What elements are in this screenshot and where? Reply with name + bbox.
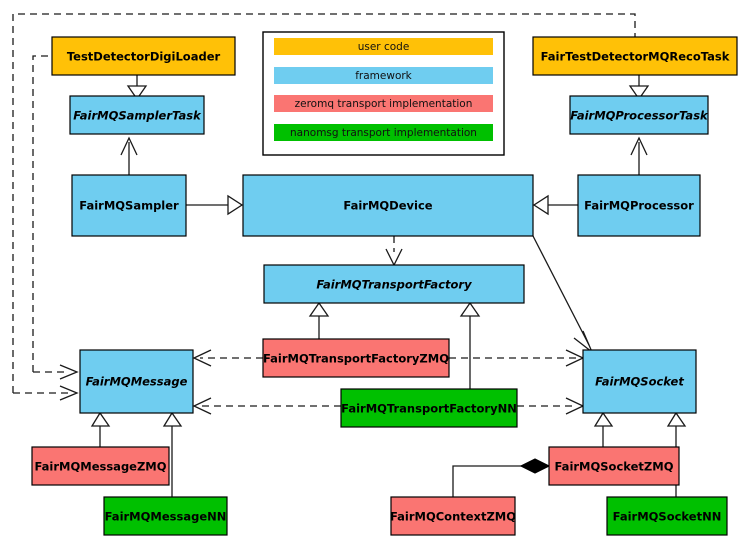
node-box	[263, 264, 525, 304]
node-FairTestDetectorMQRecoTask[interactable]: FairTestDetectorMQRecoTask	[532, 36, 738, 76]
node-FairMQSocketZMQ[interactable]: FairMQSocketZMQ	[548, 446, 680, 486]
node-TestDetectorDigiLoader[interactable]: TestDetectorDigiLoader	[51, 36, 236, 76]
node-label: TestDetectorDigiLoader	[67, 50, 221, 64]
node-box	[242, 174, 534, 237]
edge-tfnn-transportfactory	[459, 301, 481, 389]
edge-recotask-processortask	[628, 75, 650, 101]
node-box	[262, 338, 450, 378]
node-label: FairMQMessage	[86, 375, 188, 389]
legend-item-zeromq: zeromq transport implementation	[274, 95, 493, 112]
node-label: FairMQProcessor	[584, 199, 694, 213]
node-label: FairMQTransportFactoryNN	[341, 402, 517, 416]
dependency-route-reco-to-message	[12, 13, 636, 401]
node-FairMQSampler[interactable]: FairMQSampler	[71, 174, 187, 237]
edge-digiloader-samplertask	[126, 75, 148, 101]
node-box	[103, 496, 228, 536]
node-FairMQProcessorTask[interactable]: FairMQProcessorTask	[569, 95, 709, 135]
edge-messagenn-message	[162, 411, 183, 497]
node-FairMQMessage[interactable]: FairMQMessage	[79, 349, 194, 414]
dependency-route-digiloader-to-message	[32, 55, 79, 380]
edge-sampler-device	[186, 194, 244, 216]
edge-tfnn-message	[192, 397, 341, 415]
edge-device-transportfactory	[385, 236, 403, 267]
node-label: FairMQDevice	[343, 199, 432, 213]
node-label: FairMQMessageNN	[105, 510, 227, 524]
legend-label-user-code: user code	[358, 41, 410, 53]
edge-contextzmq-socketzmq	[452, 458, 551, 497]
node-box	[79, 349, 194, 414]
node-FairMQContextZMQ[interactable]: FairMQContextZMQ	[390, 496, 516, 536]
legend-swatch-nanomsg	[274, 124, 493, 141]
node-label: FairMQSocketZMQ	[555, 460, 674, 474]
legend-swatch-framework	[274, 67, 493, 84]
node-label: FairMQSocket	[595, 375, 684, 389]
legend-label-nanomsg: nanomsg transport implementation	[290, 127, 477, 139]
legend: user code framework zeromq transport imp…	[262, 31, 505, 156]
node-box	[69, 95, 205, 135]
edge-socketzmq-socket	[593, 411, 614, 447]
node-label: FairMQTransportFactoryZMQ	[263, 352, 449, 366]
legend-swatch-user-code	[274, 38, 493, 55]
node-label: FairMQTransportFactory	[316, 278, 472, 292]
node-box	[569, 95, 709, 135]
node-FairMQDevice[interactable]: FairMQDevice	[242, 174, 534, 237]
node-box	[582, 349, 697, 414]
node-FairMQTransportFactoryNN[interactable]: FairMQTransportFactoryNN	[340, 388, 518, 428]
node-box	[51, 36, 236, 76]
node-FairMQTransportFactoryZMQ[interactable]: FairMQTransportFactoryZMQ	[262, 338, 450, 378]
node-label: FairMQSamplerTask	[73, 109, 202, 123]
node-FairMQSocketNN[interactable]: FairMQSocketNN	[606, 496, 728, 536]
node-FairMQMessageZMQ[interactable]: FairMQMessageZMQ	[31, 446, 170, 486]
edge-tfzmq-socket	[449, 349, 585, 367]
node-FairMQProcessor[interactable]: FairMQProcessor	[577, 174, 701, 237]
edge-tfnn-socket	[517, 397, 585, 415]
node-label: FairTestDetectorMQRecoTask	[541, 50, 730, 64]
node-box	[31, 446, 170, 486]
node-FairMQSocket[interactable]: FairMQSocket	[582, 349, 697, 414]
edge-device-socket	[532, 235, 593, 353]
node-label: FairMQSocketNN	[613, 510, 722, 524]
node-FairMQTransportFactory[interactable]: FairMQTransportFactory	[263, 264, 525, 304]
node-box	[577, 174, 701, 237]
node-box	[548, 446, 680, 486]
legend-item-nanomsg: nanomsg transport implementation	[274, 124, 493, 141]
node-label: FairMQMessageZMQ	[34, 460, 166, 474]
legend-label-zeromq: zeromq transport implementation	[295, 98, 473, 110]
node-label: FairMQSampler	[79, 199, 179, 213]
edge-tfzmq-message	[192, 349, 263, 367]
legend-item-framework: framework	[274, 67, 493, 84]
node-FairMQSamplerTask[interactable]: FairMQSamplerTask	[69, 95, 205, 135]
edge-processor-device	[532, 194, 578, 216]
edge-processortask-processor	[630, 136, 648, 175]
edge-tfzmq-transportfactory	[308, 301, 330, 339]
node-box	[340, 388, 518, 428]
node-box	[606, 496, 728, 536]
node-box	[532, 36, 738, 76]
edge-sampler-samplertask	[120, 136, 138, 175]
node-label: FairMQContextZMQ	[390, 510, 516, 524]
legend-item-user-code: user code	[274, 38, 493, 55]
legend-swatch-zeromq	[274, 95, 493, 112]
node-FairMQMessageNN[interactable]: FairMQMessageNN	[103, 496, 228, 536]
legend-label-framework: framework	[355, 70, 412, 82]
node-box	[71, 174, 187, 237]
node-box	[390, 496, 516, 536]
edge-messagezmq-message	[90, 411, 111, 447]
node-label: FairMQProcessorTask	[570, 109, 709, 123]
